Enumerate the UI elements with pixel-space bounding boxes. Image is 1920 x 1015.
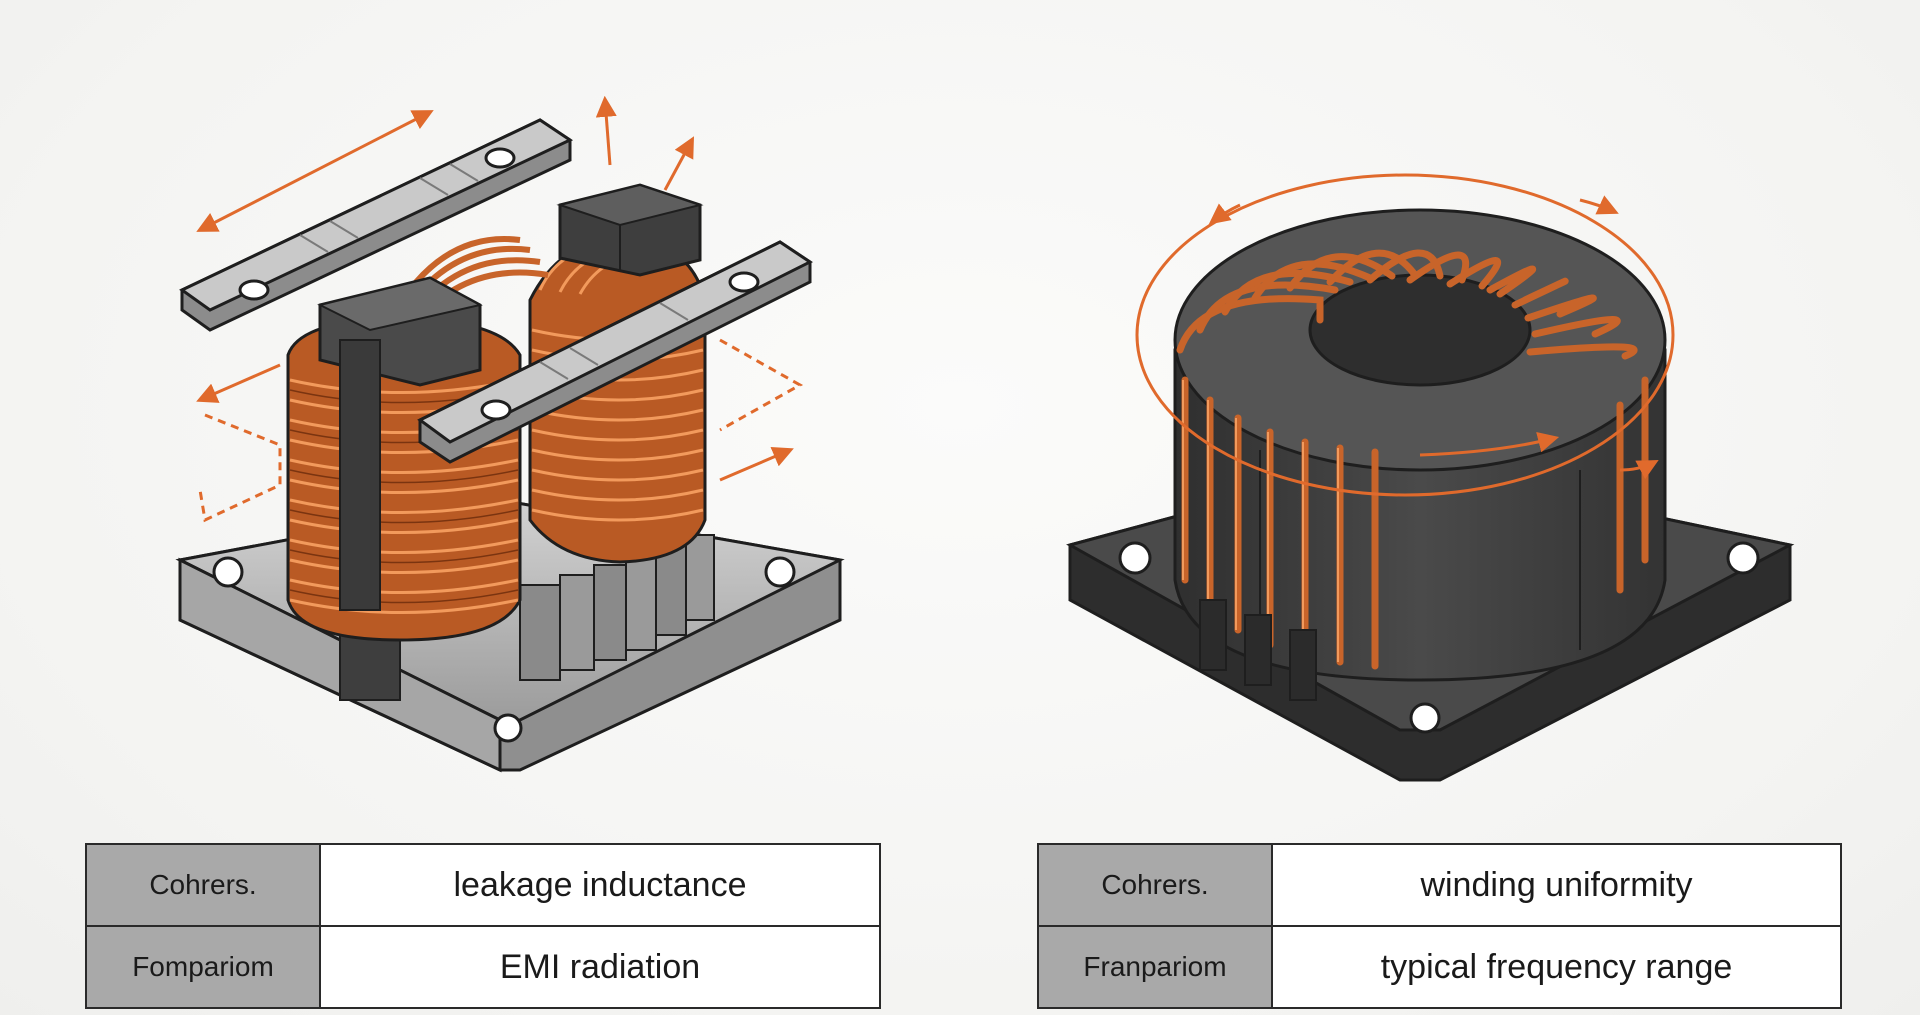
leakage-field-arrows [196, 95, 804, 523]
lower-clamp-bar [417, 240, 813, 464]
arrow-clockwise-icon [1208, 203, 1241, 225]
mounting-hole-icon [764, 556, 796, 588]
toroid-hole [1308, 273, 1532, 387]
e-core-transformer [175, 95, 845, 773]
table-row: Cohrers. leakage inductance [85, 843, 881, 927]
table-key-cell: Cohrers. [1037, 843, 1273, 927]
table-value-cell: EMI radiation [319, 925, 881, 1009]
toroid-core [1173, 208, 1667, 682]
table-value-cell: leakage inductance [319, 843, 881, 927]
bolt-hole-icon [480, 399, 512, 421]
toroid-windings [1176, 249, 1649, 670]
table-key-cell: Franpariom [1037, 925, 1273, 1009]
table-key-cell: Fompariom [85, 925, 321, 1009]
ferrite-core-blocks [317, 183, 704, 611]
table-key-cell: Cohrers. [85, 843, 321, 927]
arrow-up-icon [595, 95, 617, 166]
arrow-clockwise-icon [1579, 195, 1619, 215]
toroid-winding-highlights [1182, 380, 1339, 662]
arrow-right-icon [719, 446, 794, 482]
mounting-hole-icon [493, 713, 523, 743]
bolt-hole-icon [484, 147, 516, 169]
illustration-canvas [175, 95, 1795, 782]
e-core-spec-table: Cohrers. leakage inductance Fompariom EM… [85, 843, 881, 1009]
table-row: Cohrers. winding uniformity [1037, 843, 1842, 927]
bolt-hole-icon [728, 271, 760, 293]
mounting-hole-icon [1118, 541, 1152, 575]
table-row: Fompariom EMI radiation [85, 925, 881, 1009]
contained-flux-arrows [1135, 173, 1675, 497]
toroid-spec-table: Cohrers. winding uniformity Franpariom t… [1037, 843, 1842, 1009]
mounting-hole-icon [1726, 541, 1760, 575]
arrow-left-icon [196, 363, 281, 403]
table-value-cell: winding uniformity [1271, 843, 1842, 927]
mounting-hole-icon [212, 556, 244, 588]
table-row: Franpariom typical frequency range [1037, 925, 1842, 1009]
table-value-cell: typical frequency range [1271, 925, 1842, 1009]
arrow-up-icon [663, 136, 694, 191]
toroidal-inductor [1066, 173, 1795, 782]
arrow-right-icon [1619, 460, 1659, 480]
arrow-right-icon [1419, 431, 1560, 457]
double-arrow-icon [196, 110, 434, 232]
terminal-pins [1199, 599, 1317, 701]
mounting-hole-icon [1409, 702, 1441, 734]
bolt-hole-icon [238, 279, 270, 301]
